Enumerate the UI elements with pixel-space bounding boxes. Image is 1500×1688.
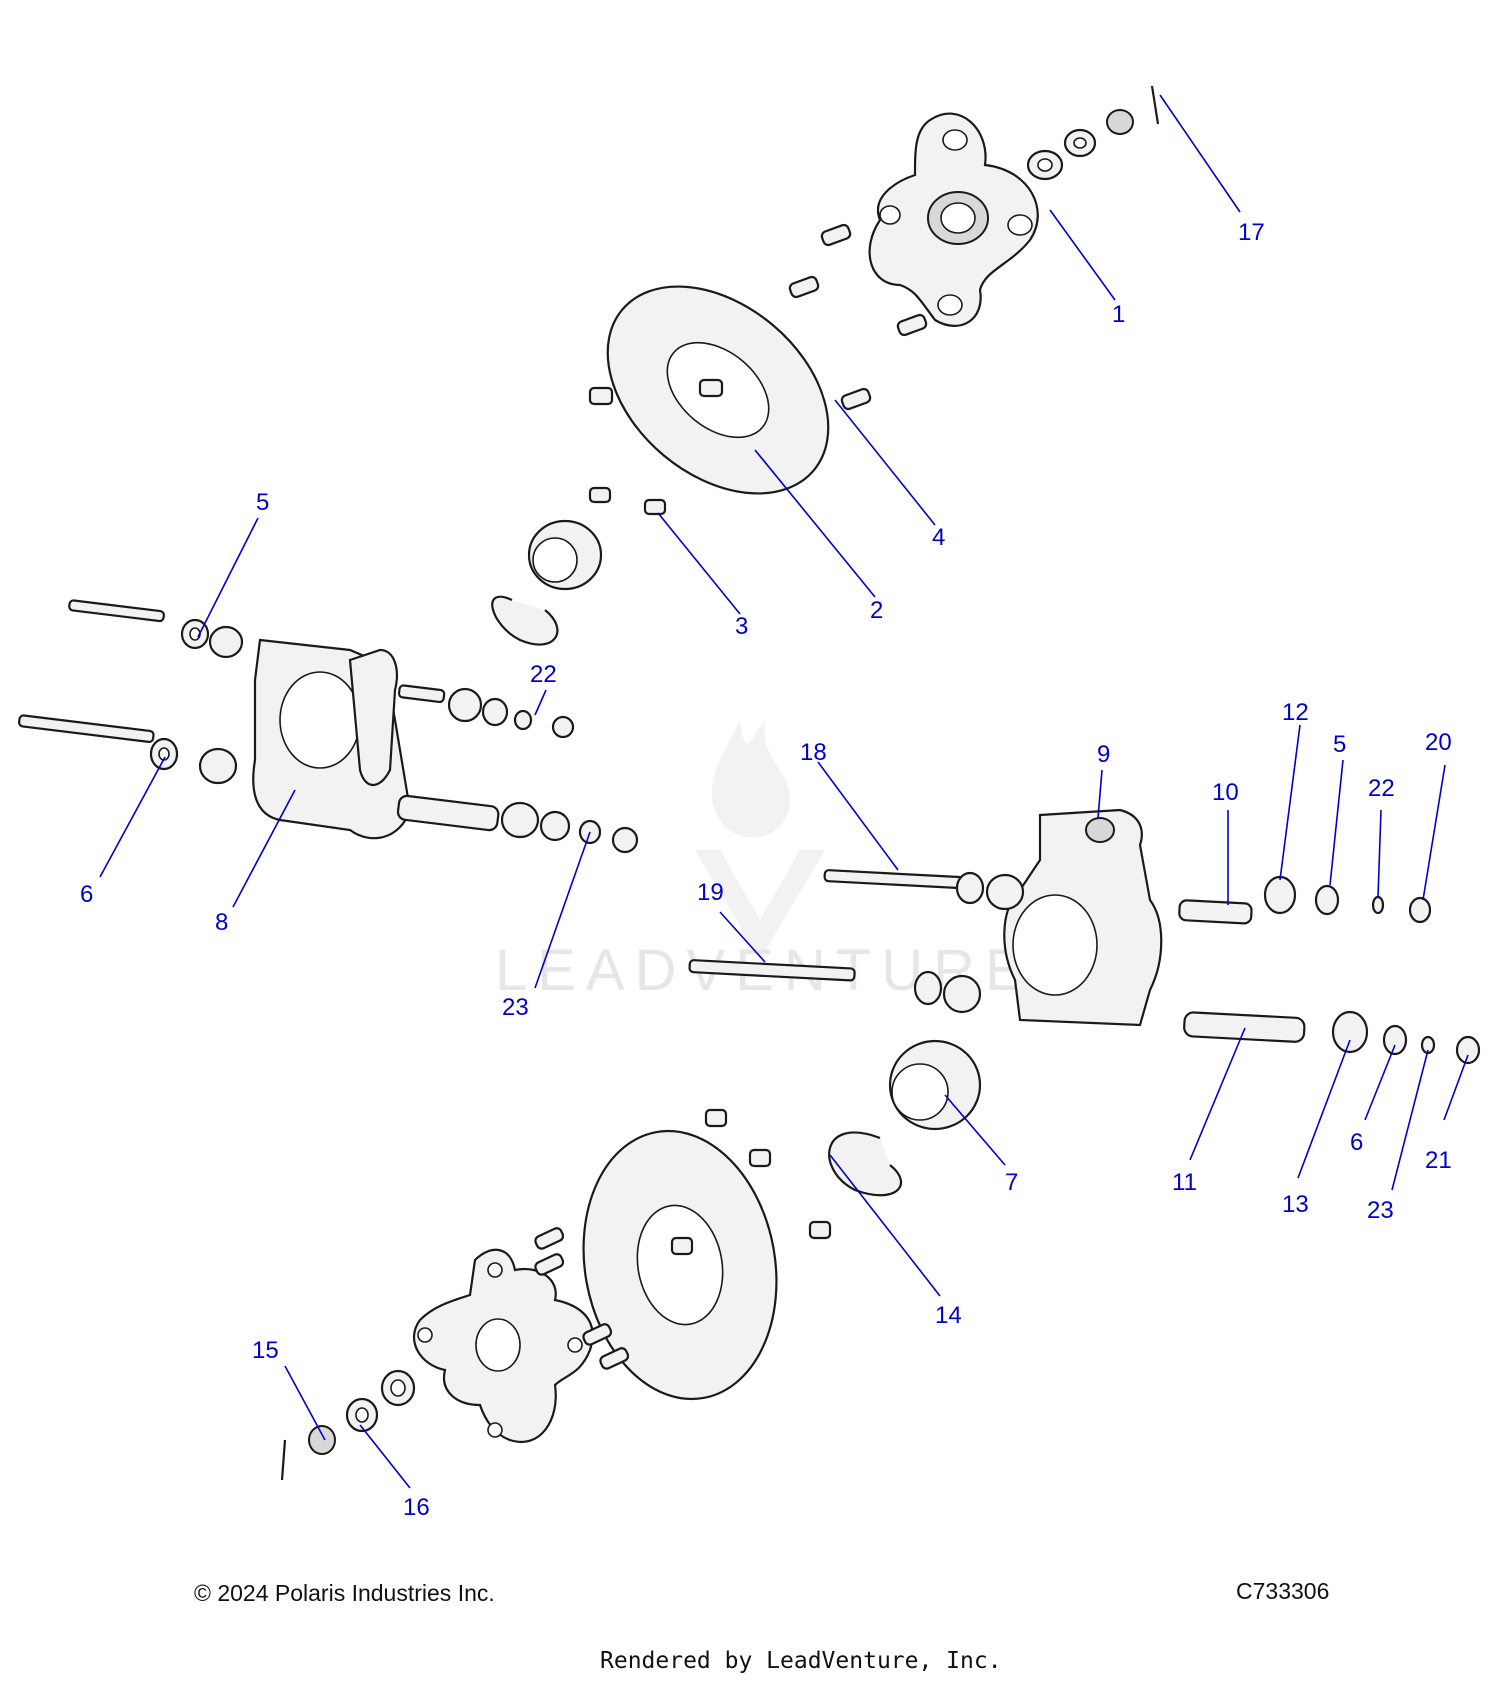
snap-ring-upper bbox=[491, 595, 559, 646]
callouts: 1 2 3 4 5 5 6 6 7 8 9 10 11 12 13 14 15 … bbox=[80, 219, 1452, 1521]
callout-13: 13 bbox=[1282, 1191, 1309, 1218]
wheel-studs-upper bbox=[788, 223, 928, 411]
callout-2: 2 bbox=[870, 597, 883, 624]
callout-23-left: 23 bbox=[502, 994, 529, 1021]
callout-10: 10 bbox=[1212, 779, 1239, 806]
callout-14: 14 bbox=[935, 1302, 962, 1329]
callout-15: 15 bbox=[252, 1337, 279, 1364]
rendered-by-text: Rendered by LeadVenture, Inc. bbox=[600, 1648, 1002, 1674]
bushings-left bbox=[149, 618, 639, 854]
callout-4: 4 bbox=[932, 524, 945, 551]
callout-20: 20 bbox=[1425, 729, 1452, 756]
callout-5-right: 5 bbox=[1333, 731, 1346, 758]
snap-ring-lower bbox=[828, 1131, 903, 1197]
cotter-pin-upper bbox=[1150, 85, 1160, 125]
callout-22-left: 22 bbox=[530, 661, 557, 688]
callout-17: 17 bbox=[1238, 219, 1265, 246]
callout-8: 8 bbox=[215, 909, 228, 936]
callout-23-right: 23 bbox=[1367, 1197, 1394, 1224]
callout-11: 11 bbox=[1172, 1169, 1197, 1196]
washer-lower bbox=[308, 1369, 416, 1455]
bushings-right bbox=[913, 871, 1481, 1065]
copyright-text: © 2024 Polaris Industries Inc. bbox=[194, 1580, 495, 1606]
brake-disc-lower bbox=[582, 1129, 778, 1401]
watermark-logo bbox=[695, 720, 825, 960]
callout-18: 18 bbox=[800, 739, 827, 766]
callout-22-right: 22 bbox=[1368, 775, 1395, 802]
callout-9: 9 bbox=[1097, 741, 1110, 768]
callout-3: 3 bbox=[735, 613, 748, 640]
callout-7: 7 bbox=[1005, 1169, 1018, 1196]
bolts-left bbox=[18, 599, 500, 832]
leader-lines bbox=[99, 94, 1469, 1489]
callout-5-left: 5 bbox=[256, 489, 269, 516]
knuckle-lower bbox=[1003, 808, 1163, 1027]
callout-16: 16 bbox=[403, 1494, 430, 1521]
bearing-upper bbox=[527, 519, 603, 591]
callout-21: 21 bbox=[1425, 1147, 1452, 1174]
diagram-code: C733306 bbox=[1236, 1578, 1330, 1604]
knuckle-upper bbox=[252, 638, 412, 840]
hub-upper bbox=[868, 112, 1039, 327]
callout-6-left: 6 bbox=[80, 881, 93, 908]
hub-lower bbox=[413, 1248, 594, 1443]
wheel-studs-lower bbox=[534, 1227, 630, 1370]
bolts-right bbox=[688, 869, 1306, 1043]
callout-1: 1 bbox=[1112, 301, 1125, 328]
callout-19: 19 bbox=[697, 879, 724, 906]
callout-6-right: 6 bbox=[1350, 1129, 1363, 1156]
disc-bolts-lower bbox=[670, 1108, 832, 1256]
cotter-pin-lower bbox=[280, 1439, 287, 1481]
disc-bolts-upper bbox=[588, 378, 724, 516]
washer-upper bbox=[1026, 109, 1134, 181]
bearing-lower bbox=[888, 1039, 982, 1131]
callout-12: 12 bbox=[1282, 699, 1309, 726]
